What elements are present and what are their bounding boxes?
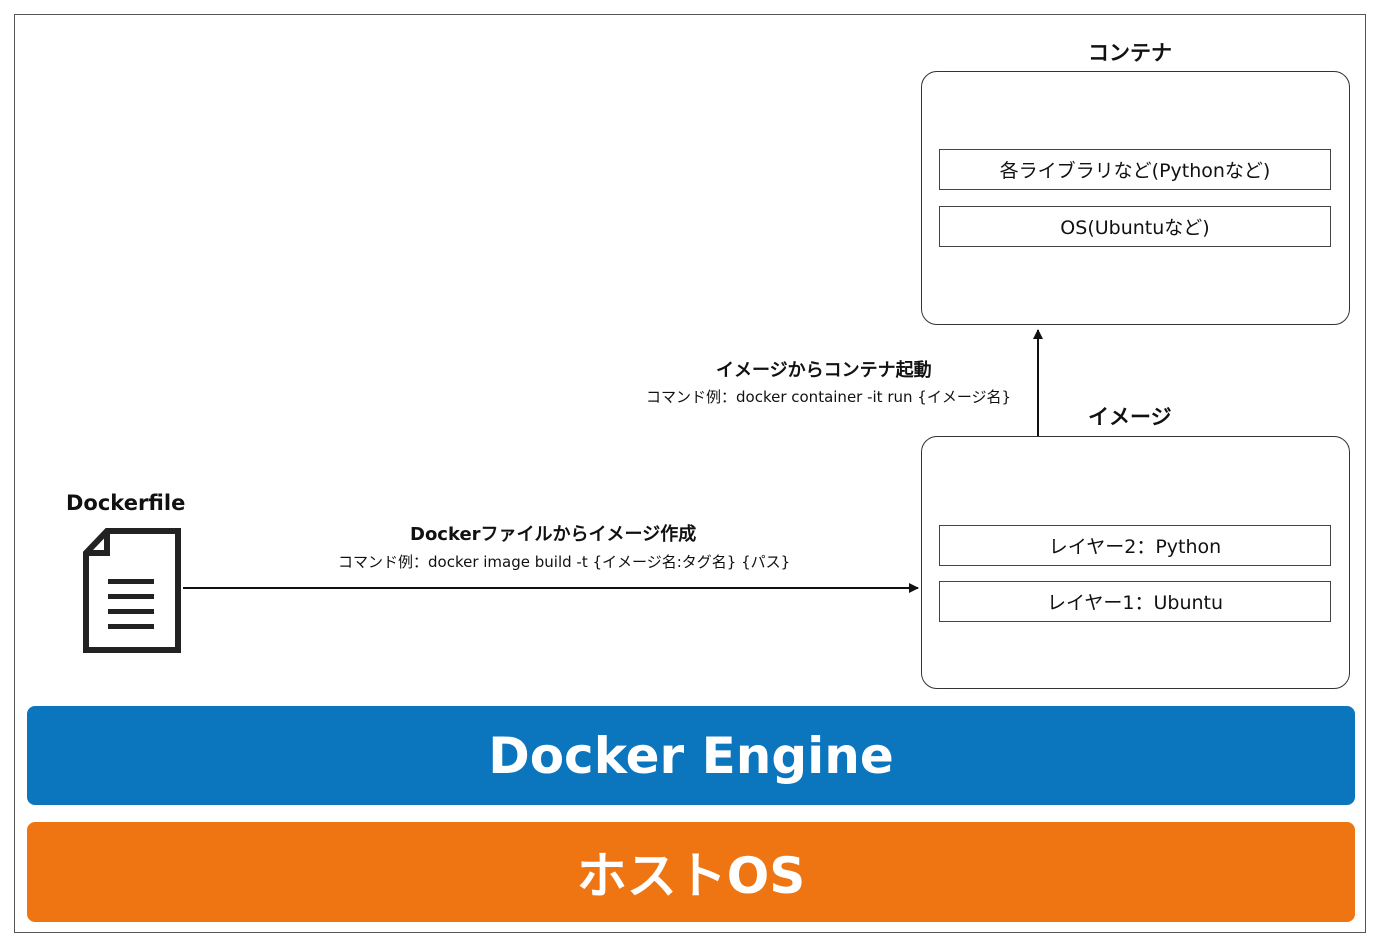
build-arrow-command: コマンド例：docker image build -t {イメージ名:タグ名} … (338, 553, 791, 571)
container-box: 各ライブラリなど(Pythonなど) OS(Ubuntuなど) (921, 71, 1350, 325)
image-title: イメージ (1088, 405, 1172, 429)
host-os-label: ホストOS (576, 847, 806, 905)
docker-engine-bar: Docker Engine (27, 706, 1355, 805)
diagram-frame (14, 14, 1366, 933)
build-arrow-title: Dockerファイルからイメージ作成 (410, 524, 697, 545)
image-layer-ubuntu: レイヤー1：Ubuntu (939, 581, 1331, 622)
run-arrow-command: コマンド例：docker container -it run {イメージ名} (646, 388, 1012, 406)
container-layer-libraries: 各ライブラリなど(Pythonなど) (939, 149, 1331, 190)
run-arrow-title: イメージからコンテナ起動 (716, 360, 932, 381)
document-icon (83, 528, 181, 653)
image-box: レイヤー2：Python レイヤー1：Ubuntu (921, 436, 1350, 689)
container-title: コンテナ (1088, 41, 1172, 65)
container-layer-os: OS(Ubuntuなど) (939, 206, 1331, 247)
dockerfile-title: Dockerfile (66, 491, 186, 515)
host-os-bar: ホストOS (27, 822, 1355, 922)
image-layer-python: レイヤー2：Python (939, 525, 1331, 566)
docker-engine-label: Docker Engine (488, 726, 894, 785)
